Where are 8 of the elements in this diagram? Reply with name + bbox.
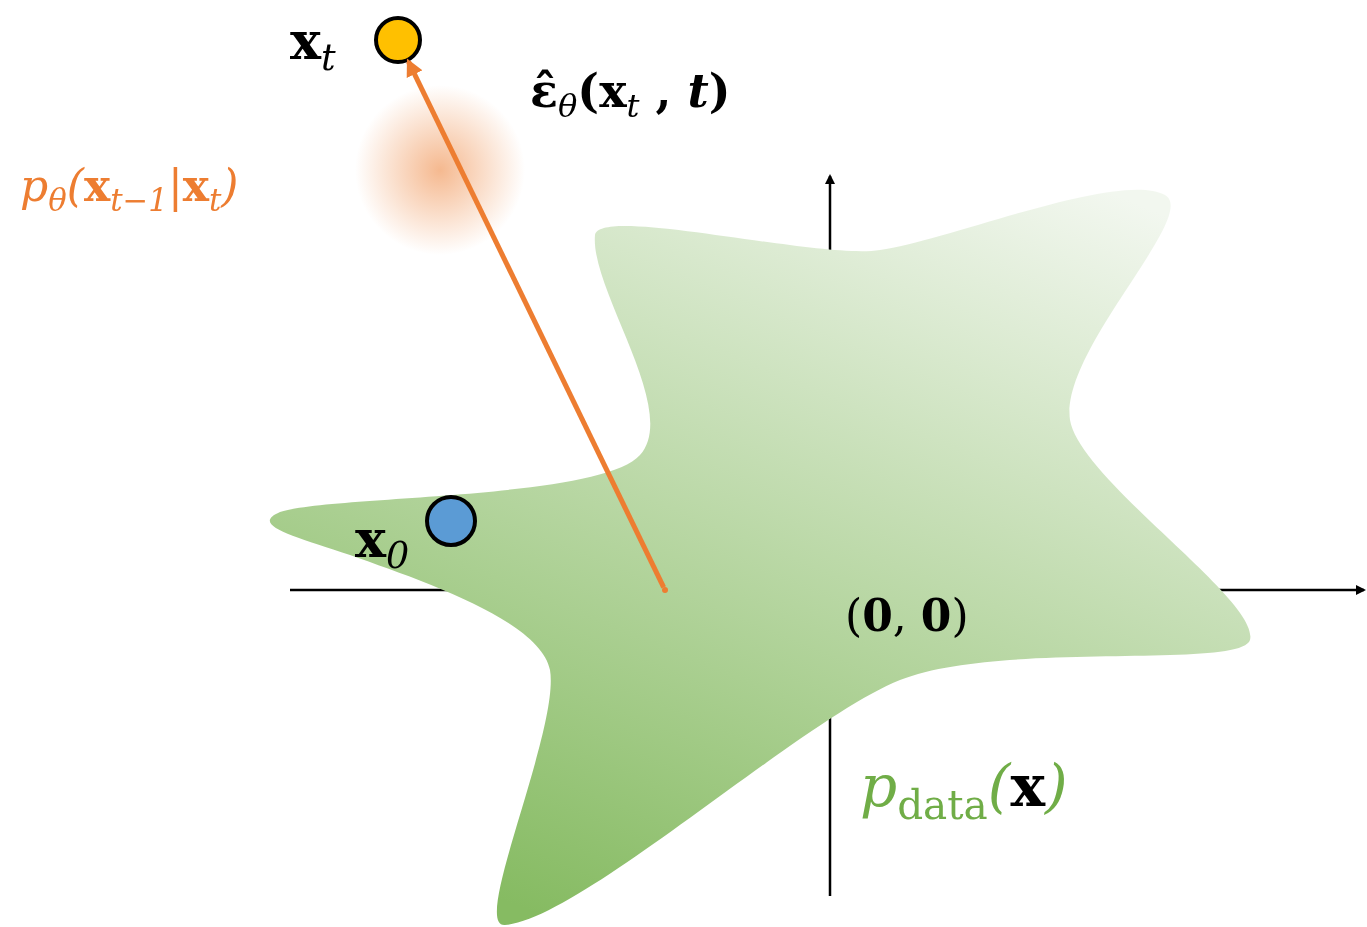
point-circle [374,16,422,64]
arrow-tail-dot [662,587,668,593]
distribution-label: p$_{data}$(x) [860,755,1068,828]
reverse-process-label: p$_{θ}$(x$_{t−1}$|x$_{t}$) [20,162,239,218]
point-label: x$_{t}$ [290,12,336,79]
origin-label: (0, 0) [845,592,969,641]
noise-prediction-label: ε̂$_{θ}$(x$_{t}$ , t) [530,66,731,125]
point-label: x$_{0}$ [355,510,410,577]
